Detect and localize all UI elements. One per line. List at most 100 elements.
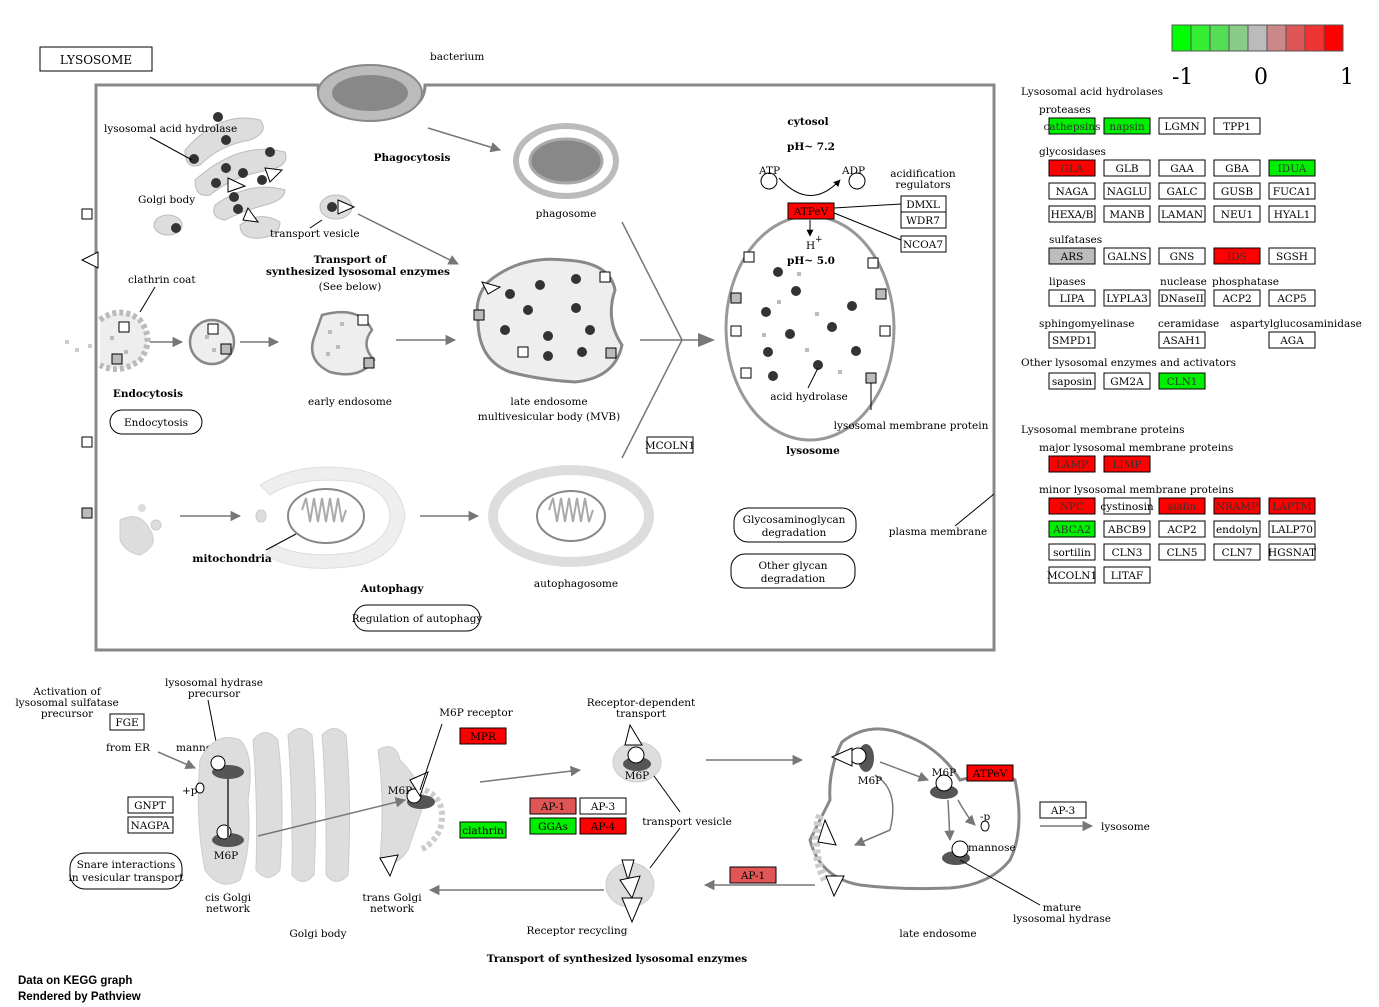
gene-IDS-label: IDS <box>1227 251 1247 263</box>
gene-FGE[interactable] <box>109 713 145 731</box>
gene-LGMN[interactable] <box>1158 117 1206 135</box>
label-trans-golgi-2: network <box>370 903 415 915</box>
gene-AP1-top[interactable] <box>529 797 577 815</box>
gene-saposin[interactable] <box>1048 372 1096 390</box>
gene-endolyn[interactable] <box>1213 520 1261 538</box>
gene-GALC[interactable] <box>1158 182 1206 200</box>
gene-sialin[interactable] <box>1158 497 1206 515</box>
gene-LYPLA3[interactable] <box>1103 289 1151 307</box>
gene-GM2A[interactable] <box>1103 372 1151 390</box>
snare-button[interactable] <box>69 852 183 890</box>
gene-ABCA2[interactable] <box>1048 520 1096 538</box>
gene-GNPT[interactable] <box>127 796 174 814</box>
gene-GBA[interactable] <box>1213 159 1261 177</box>
label-ceramidase: ceramidase <box>1158 318 1219 330</box>
label-acidification-1: acidification <box>890 168 956 180</box>
gene-CLN5[interactable] <box>1158 543 1206 561</box>
gene-AP1-bottom[interactable] <box>729 866 777 884</box>
label-transport-title-2: synthesized lysosomal enzymes <box>266 266 450 278</box>
gene-cathepsins[interactable] <box>1048 117 1096 135</box>
gene-TPP1[interactable] <box>1213 117 1261 135</box>
label-mvb: multivesicular body (MVB) <box>478 411 620 423</box>
gene-NRAMP[interactable] <box>1213 497 1261 515</box>
gene-LITAF[interactable] <box>1103 566 1151 584</box>
color-legend <box>1171 24 1344 52</box>
gene-ACP2b[interactable] <box>1158 520 1206 538</box>
gene-LALP70[interactable] <box>1268 520 1316 538</box>
gene-WDR7[interactable] <box>900 211 947 229</box>
gene-MPR[interactable] <box>459 727 507 745</box>
gene-MCOLN1[interactable] <box>1048 566 1096 584</box>
gene-LAPTM[interactable] <box>1268 497 1316 515</box>
gene-LAMAN[interactable] <box>1158 205 1206 223</box>
gene-LIMP[interactable] <box>1103 455 1151 473</box>
label-receptor-dep-2: transport <box>616 708 667 720</box>
gene-ABCB9-label: ABCB9 <box>1107 524 1146 536</box>
gene-GALNS[interactable] <box>1103 247 1151 265</box>
gene-AP3-bottom[interactable] <box>1039 801 1087 819</box>
gene-CLN3[interactable] <box>1103 543 1151 561</box>
gene-LAMAN-label: LAMAN <box>1161 209 1203 221</box>
gene-HYAL1[interactable] <box>1268 205 1316 223</box>
gene-cystinosin[interactable] <box>1103 497 1151 515</box>
gene-WDR7-label: WDR7 <box>906 215 940 227</box>
gene-ASAH1[interactable] <box>1158 331 1206 349</box>
gene-NPC[interactable] <box>1048 497 1096 515</box>
gene-IDUA[interactable] <box>1268 159 1316 177</box>
snare-label-2: in vesicular transport <box>69 872 185 884</box>
gene-CLN7[interactable] <box>1213 543 1261 561</box>
gene-ACP5[interactable] <box>1268 289 1316 307</box>
gene-LAPTM-label: LAPTM <box>1272 501 1312 513</box>
gene-sortilin[interactable] <box>1048 543 1096 561</box>
legend-swatch <box>1228 24 1249 52</box>
gene-CLN1[interactable] <box>1158 372 1206 390</box>
gene-clathrin[interactable] <box>459 821 507 839</box>
gene-NEU1[interactable] <box>1213 205 1261 223</box>
gene-NCOA7[interactable] <box>900 235 947 253</box>
gene-ACP2[interactable] <box>1213 289 1261 307</box>
gene-HGSNAT[interactable] <box>1268 543 1316 561</box>
gene-MCOLN1[interactable] <box>646 436 694 454</box>
gene-HEXAB[interactable] <box>1048 205 1096 223</box>
gene-GLA[interactable] <box>1048 159 1096 177</box>
endocytosis-button[interactable] <box>109 409 203 435</box>
gag-degradation-button[interactable] <box>733 507 857 543</box>
late-endosome-icon <box>473 257 624 384</box>
gene-ATPeV-bottom[interactable] <box>966 764 1014 782</box>
gene-NAGA[interactable] <box>1048 182 1096 200</box>
gene-IDS[interactable] <box>1213 247 1261 265</box>
transport-vesicle-icon <box>319 194 356 220</box>
gene-sialin-label: sialin <box>1168 501 1197 513</box>
gene-FUCA1[interactable] <box>1268 182 1316 200</box>
gene-AP3-top[interactable] <box>579 797 627 815</box>
other-glycan-button[interactable] <box>730 553 856 589</box>
gene-SMPD1[interactable] <box>1048 331 1096 349</box>
gene-MANB[interactable] <box>1103 205 1151 223</box>
gene-ARS[interactable] <box>1048 247 1096 265</box>
label-lysosome: lysosome <box>786 445 840 457</box>
regulation-autophagy-button[interactable] <box>353 604 481 632</box>
gag-degradation-label-2: degradation <box>762 527 827 539</box>
legend-swatch <box>1209 24 1230 52</box>
gene-GLB[interactable] <box>1103 159 1151 177</box>
gene-LAMP[interactable] <box>1048 455 1096 473</box>
gene-NAGLU-label: NAGLU <box>1107 186 1148 198</box>
gene-LAMP-label: LAMP <box>1056 459 1088 471</box>
gene-ABCB9[interactable] <box>1103 520 1151 538</box>
gene-GUSB[interactable] <box>1213 182 1261 200</box>
gene-LIPA[interactable] <box>1048 289 1096 307</box>
gene-ATPeV-label: ATPeV <box>793 206 829 218</box>
gene-SGSH[interactable] <box>1268 247 1316 265</box>
gene-DNaseII[interactable] <box>1158 289 1206 307</box>
gene-GAA[interactable] <box>1158 159 1206 177</box>
gene-NAGPA[interactable] <box>127 816 174 834</box>
gene-NAGLU[interactable] <box>1103 182 1151 200</box>
gene-GGAs[interactable] <box>529 817 577 835</box>
label-clathrin-coat: clathrin coat <box>128 274 196 286</box>
gene-napsin[interactable] <box>1103 117 1151 135</box>
gene-ATPeV[interactable] <box>787 202 835 220</box>
label-autophagosome: autophagosome <box>534 578 618 590</box>
gene-AP4[interactable] <box>579 817 627 835</box>
gene-AGA[interactable] <box>1268 331 1316 349</box>
gene-GNS[interactable] <box>1158 247 1206 265</box>
